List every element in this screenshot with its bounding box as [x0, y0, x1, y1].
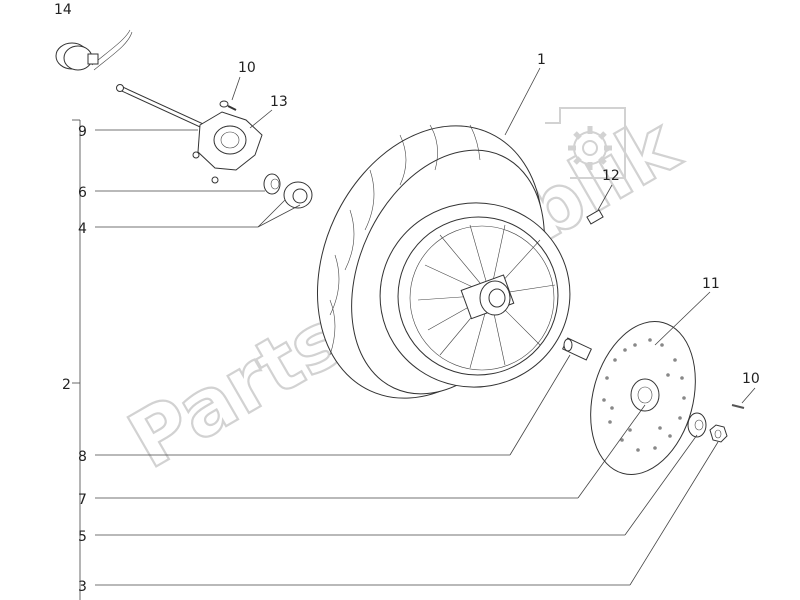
callout-8: 8	[78, 449, 87, 465]
callout-11: 11	[702, 276, 720, 292]
wheel-rim	[379, 202, 571, 388]
disc-holes	[602, 338, 686, 452]
drive-plate	[192, 111, 263, 184]
axle-nut	[709, 424, 728, 443]
callout-9: 9	[78, 124, 87, 140]
screw-top	[219, 100, 237, 111]
axle-bushing	[562, 337, 592, 361]
callout-5: 5	[78, 529, 87, 545]
washer	[687, 412, 707, 438]
callout-1: 1	[537, 52, 546, 68]
leader-lines	[95, 67, 756, 586]
assembly-bracket	[72, 119, 81, 600]
callout-2: 2	[62, 377, 71, 393]
callout-7: 7	[78, 492, 87, 508]
callout-13: 13	[270, 94, 288, 110]
tire-valve	[586, 209, 604, 225]
speedometer-drive	[55, 29, 133, 71]
callout-6: 6	[78, 185, 87, 201]
callout-14: 14	[54, 2, 72, 18]
brake-disc	[590, 321, 696, 475]
callout-10-top: 10	[238, 60, 256, 76]
callout-10-right: 10	[742, 371, 760, 387]
callout-3: 3	[78, 579, 87, 595]
callout-12: 12	[602, 168, 620, 184]
screw-right	[731, 404, 745, 409]
callout-4: 4	[78, 221, 87, 237]
spacer-ring	[263, 173, 281, 195]
wheel-hub	[460, 274, 515, 320]
callout-labels: 14 1 10 13 9 6 4 12 11 2 10 8 7 5 3	[54, 2, 760, 595]
gear-logo-icon	[545, 107, 626, 179]
bearing	[283, 181, 313, 209]
